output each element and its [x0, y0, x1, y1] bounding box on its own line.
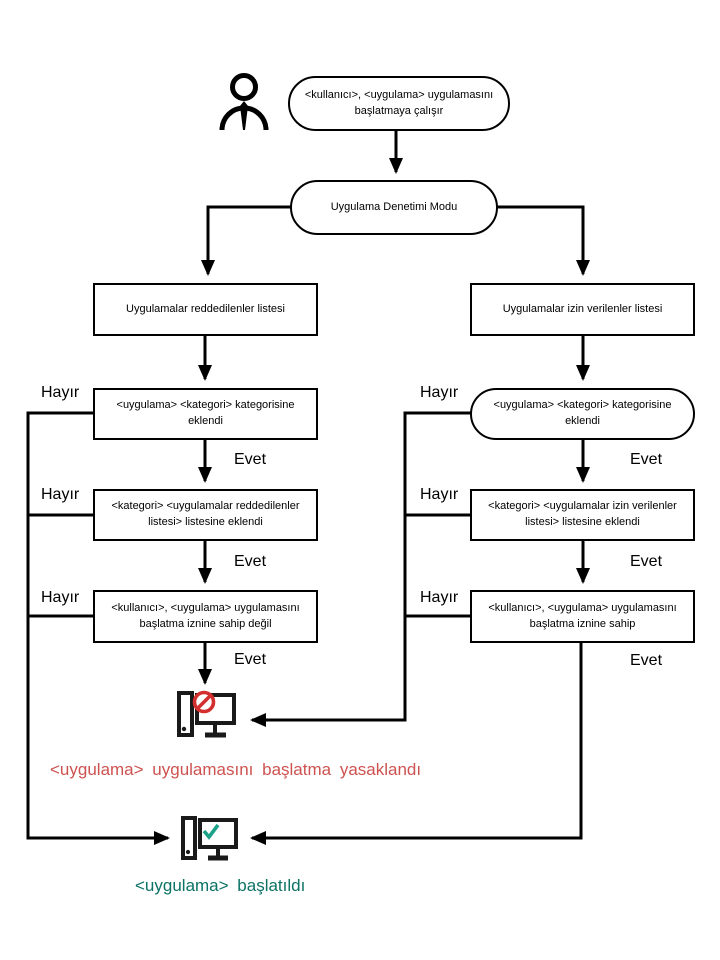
allowlist-header-text: Uygulamalar izin verilenler listesi [502, 302, 663, 315]
yes-label: Evet [234, 553, 267, 570]
allowlist-step-list-node: <kategori> <uygulamalar izin verilenler … [470, 489, 695, 541]
blocked-outcome-text: <uygulama> uygulamasını başlatma yasakla… [50, 760, 422, 779]
denylist-step-list-node: <kategori> <uygulamalar reddedilenler li… [93, 489, 318, 541]
allowlist-step-list-text: <kategori> <uygulamalar izin verilenler … [488, 500, 677, 528]
denylist-step-permission-node: <kullanıcı>, <uygulama> uygulamasını baş… [93, 590, 318, 643]
denylist-step-permission-text: <kullanıcı>, <uygulama> uygulamasını baş… [111, 601, 300, 630]
denylist-step-list-text: <kategori> <uygulamalar reddedilenler li… [111, 500, 300, 528]
denylist-header-node: Uygulamalar reddedilenler listesi [93, 283, 318, 336]
yes-label: Evet [234, 651, 267, 668]
started-outcome-text: <uygulama> başlatıldı [135, 876, 306, 895]
yes-label: Evet [630, 553, 663, 570]
mode-node-text: Uygulama Denetimi Modu [330, 200, 458, 213]
no-label: Hayır [41, 486, 80, 503]
start-node: <kullanıcı>, <uygulama> uygulamasını baş… [288, 76, 510, 131]
computer-blocked-icon [175, 688, 239, 744]
allowlist-step-permission-node: <kullanıcı>, <uygulama> uygulamasını baş… [470, 590, 695, 643]
allowlist-step-category-text: <uygulama> <kategori> kategorisine eklen… [493, 399, 672, 427]
no-label: Hayır [420, 486, 459, 503]
yes-label: Evet [630, 652, 663, 669]
no-label: Hayır [41, 589, 80, 606]
no-label: Hayır [420, 589, 459, 606]
no-label: Hayır [41, 384, 80, 401]
user-icon [215, 70, 273, 134]
allowlist-header-node: Uygulamalar izin verilenler listesi [470, 283, 695, 336]
yes-label: Evet [630, 451, 663, 468]
denylist-header-text: Uygulamalar reddedilenler listesi [126, 302, 285, 315]
computer-check-icon [180, 814, 240, 866]
allowlist-step-permission-text: <kullanıcı>, <uygulama> uygulamasını baş… [488, 601, 677, 630]
denylist-step-category-node: <uygulama> <kategori> kategorisine eklen… [93, 388, 318, 440]
no-label: Hayır [420, 384, 459, 401]
mode-node: Uygulama Denetimi Modu [290, 180, 498, 235]
yes-label: Evet [234, 451, 267, 468]
denylist-step-category-text: <uygulama> <kategori> kategorisine eklen… [116, 399, 295, 427]
start-node-text: <kullanıcı>, <uygulama> uygulamasını baş… [304, 88, 494, 117]
allowlist-step-category-node: <uygulama> <kategori> kategorisine eklen… [470, 388, 695, 440]
